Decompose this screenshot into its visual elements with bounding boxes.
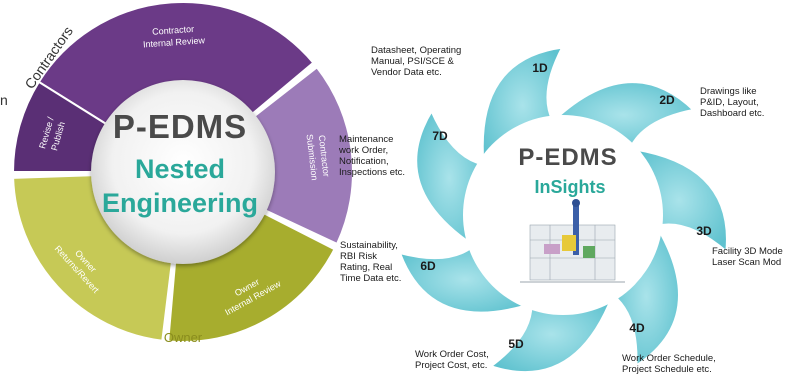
dimension-code-4d: 4D <box>629 321 645 335</box>
owner-label: Owner <box>164 330 203 345</box>
left-edge-char: n <box>0 92 8 108</box>
insights-subtitle: InSights <box>535 177 606 197</box>
wheel-segment-text: Internal Review <box>143 35 206 49</box>
dimension-desc-5d: Work Order Cost, Project Cost, etc. <box>415 349 489 371</box>
dimension-code-7d: 7D <box>432 129 448 143</box>
insights-brand-logo: P-EDMS <box>518 144 617 171</box>
dimension-desc-7d: Maintenance work Order, Notification, In… <box>339 134 406 178</box>
plant-3d-illustration <box>520 199 625 283</box>
dimension-desc-4d: Work Order Schedule, Project Schedule et… <box>622 353 716 375</box>
dimension-desc-6d: Sustainability, RBI Risk Rating, Real Ti… <box>340 240 402 284</box>
dimension-code-1d: 1D <box>532 61 548 75</box>
dimension-code-5d: 5D <box>508 337 524 351</box>
nested-title-line2: Engineering <box>102 188 258 218</box>
dimension-desc-1d: Datasheet, Operating Manual, PSI/SCE & V… <box>371 45 462 78</box>
dimension-code-6d: 6D <box>420 259 436 273</box>
wheel-segment-text: Contractor <box>317 134 332 177</box>
dimension-desc-3d: Facility 3D Mode Laser Scan Mod <box>712 246 783 268</box>
nested-title-line1: Nested <box>135 154 225 184</box>
nested-center-disc <box>91 80 275 264</box>
dimension-code-3d: 3D <box>696 224 712 238</box>
nested-brand-logo: P-EDMS <box>113 108 247 145</box>
dimension-code-2d: 2D <box>659 93 675 107</box>
dimension-desc-2d: Drawings like P&ID, Layout, Dashboard et… <box>700 86 765 119</box>
wheel-segment-text: Contractor <box>152 24 195 37</box>
